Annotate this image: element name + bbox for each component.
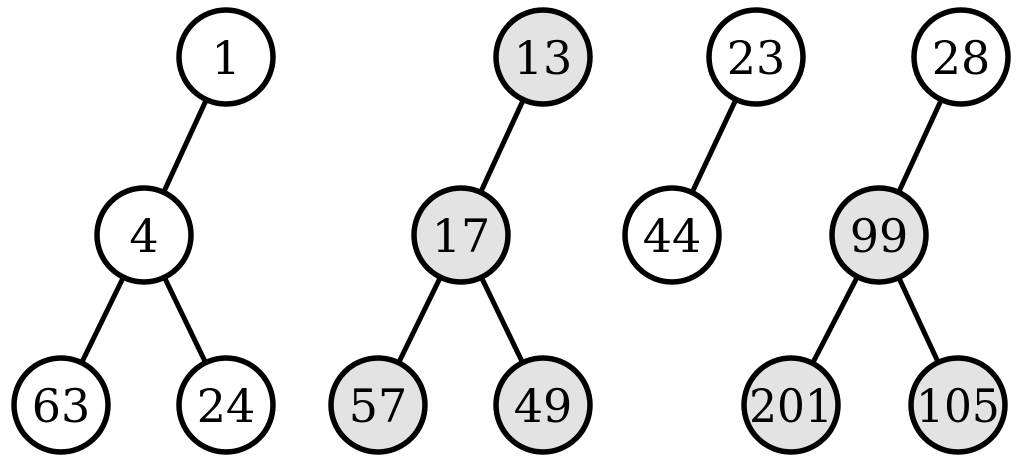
tree-edge-4-63 [78,273,127,367]
tree-node-99[interactable]: 99 [829,185,929,285]
tree-node-label-44: 44 [643,209,702,263]
tree-edge-99-201 [809,273,861,367]
tree-node-label-57: 57 [349,379,408,433]
tree-edge-23-44 [689,96,739,196]
tree-node-label-28: 28 [932,31,991,85]
tree-node-circle-23[interactable] [706,7,806,107]
nodes-layer: 1 4 63 24 13 17 57 49 23 44 28 99 201 105 [11,7,1011,455]
tree-node-circle-49[interactable] [493,355,593,455]
tree-node-label-105: 105 [916,379,1000,433]
edges-layer [78,96,945,367]
tree-edge-99-105 [895,274,942,366]
tree-node-24[interactable]: 24 [176,355,276,455]
tree-edge-17-49 [478,273,526,367]
tree-edge-13-17 [477,96,527,196]
tree-node-201[interactable]: 201 [741,355,841,455]
tree-node-label-201: 201 [749,379,833,433]
tree-node-circle-201[interactable] [741,355,841,455]
tree-node-label-1: 1 [211,31,240,85]
tree-node-circle-13[interactable] [493,7,593,107]
tree-node-23[interactable]: 23 [706,7,806,107]
tree-2-edges [395,96,527,367]
tree-node-circle-99[interactable] [829,185,929,285]
tree-node-circle-4[interactable] [94,185,194,285]
tree-node-label-99: 99 [850,209,909,263]
tree-4-edges [809,96,945,367]
tree-node-4[interactable]: 4 [94,185,194,285]
tree-node-13[interactable]: 13 [493,7,593,107]
tree-node-label-23: 23 [727,31,786,85]
tree-node-circle-44[interactable] [622,185,722,285]
tree-edge-4-24 [161,273,209,367]
tree-node-circle-24[interactable] [176,355,276,455]
tree-node-44[interactable]: 44 [622,185,722,285]
tree-4-nodes: 28 99 201 105 [741,7,1011,455]
tree-1-edges [78,96,210,367]
tree-node-circle-17[interactable] [411,185,511,285]
tree-node-63[interactable]: 63 [11,355,111,455]
tree-node-circle-1[interactable] [176,7,276,107]
tree-node-105[interactable]: 105 [908,355,1008,455]
tree-node-circle-57[interactable] [328,355,428,455]
tree-node-label-24: 24 [197,379,256,433]
tree-node-57[interactable]: 57 [328,355,428,455]
tree-2-nodes: 13 17 57 49 [328,7,593,455]
tree-node-label-49: 49 [514,379,573,433]
tree-node-28[interactable]: 28 [911,7,1011,107]
tree-edge-1-4 [160,96,210,196]
tree-node-label-63: 63 [32,379,91,433]
tree-node-1[interactable]: 1 [176,7,276,107]
tree-node-49[interactable]: 49 [493,355,593,455]
tree-node-label-17: 17 [432,209,491,263]
tree-node-17[interactable]: 17 [411,185,511,285]
tree-node-label-13: 13 [514,31,573,85]
tree-3-nodes: 23 44 [622,7,806,285]
tree-1-nodes: 1 4 63 24 [11,7,276,455]
tree-node-circle-28[interactable] [911,7,1011,107]
tree-node-circle-105[interactable] [908,355,1008,455]
tree-node-circle-63[interactable] [11,355,111,455]
tree-edge-28-99 [895,96,945,196]
tree-node-label-4: 4 [129,209,158,263]
tree-edge-17-57 [395,273,444,367]
tree-3-edges [689,96,739,196]
